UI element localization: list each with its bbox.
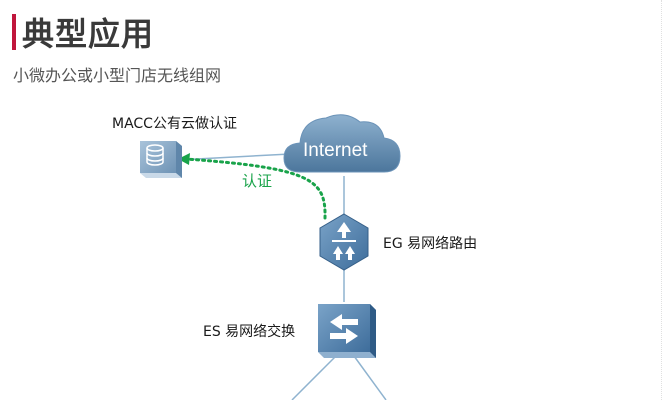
auth-arrow-head xyxy=(178,153,190,165)
es-switch-label: ES 易网络交换 xyxy=(203,324,296,340)
router-icon xyxy=(319,213,369,271)
auth-path xyxy=(184,157,327,220)
link-lines xyxy=(177,153,387,400)
page-subtitle: 小微办公或小型门店无线组网 xyxy=(13,66,222,85)
switch-icon xyxy=(318,304,376,358)
link-cloud-macc xyxy=(177,153,291,161)
internet-label: Internet xyxy=(303,140,368,161)
eg-router-label: EG 易网络路由 xyxy=(383,236,478,252)
page-title: 典型应用 xyxy=(22,15,155,53)
cloud-icon xyxy=(283,114,401,173)
macc-label: MACC公有云做认证 xyxy=(112,116,237,132)
auth-label: 认证 xyxy=(242,172,273,190)
server-icon xyxy=(140,141,182,178)
page-edge-divider xyxy=(660,0,662,400)
title-accent-bar xyxy=(12,14,16,50)
link-es-left xyxy=(291,355,337,400)
link-es-right xyxy=(353,355,387,400)
